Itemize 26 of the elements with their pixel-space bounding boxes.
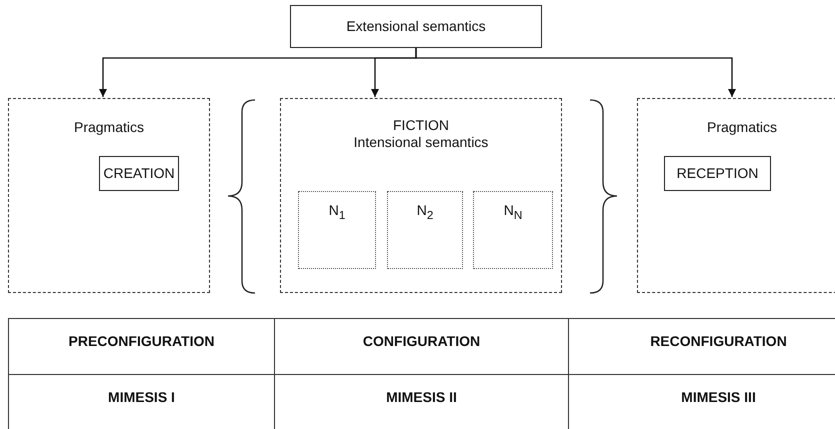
table-cell-text: CONFIGURATION xyxy=(362,333,480,349)
dotted-box xyxy=(298,191,376,269)
dotted-box xyxy=(387,191,463,269)
dotted-box xyxy=(473,191,553,269)
frame-heading: Pragmatics xyxy=(74,119,144,136)
dashed-frame xyxy=(637,98,835,293)
dashed-frame xyxy=(8,98,210,293)
text-box xyxy=(664,156,771,191)
text-box xyxy=(290,5,542,48)
table-cell-text: PRECONFIGURATION xyxy=(68,333,214,349)
table-cell-text: MIMESIS I xyxy=(108,389,175,405)
table-cell-text: MIMESIS II xyxy=(386,389,457,405)
box-label: CREATION xyxy=(103,165,175,182)
frame-heading: Intensional semantics xyxy=(354,134,488,151)
dashed-frame xyxy=(280,98,562,293)
arrow xyxy=(415,48,736,97)
box-label: Extensional semantics xyxy=(346,18,486,35)
frame-heading: FICTION xyxy=(393,117,449,134)
table-cell-text: MIMESIS III xyxy=(681,389,756,405)
table-cell-text: RECONFIGURATION xyxy=(650,333,787,349)
frame-heading: Pragmatics xyxy=(706,119,778,136)
box-label: RECEPTION xyxy=(676,165,758,182)
box-label: N$_{1}$ xyxy=(328,202,346,224)
box-label: N$_{2}$ xyxy=(416,202,434,224)
text-box xyxy=(99,156,179,191)
box-label: N$_{N}$ xyxy=(504,202,522,224)
